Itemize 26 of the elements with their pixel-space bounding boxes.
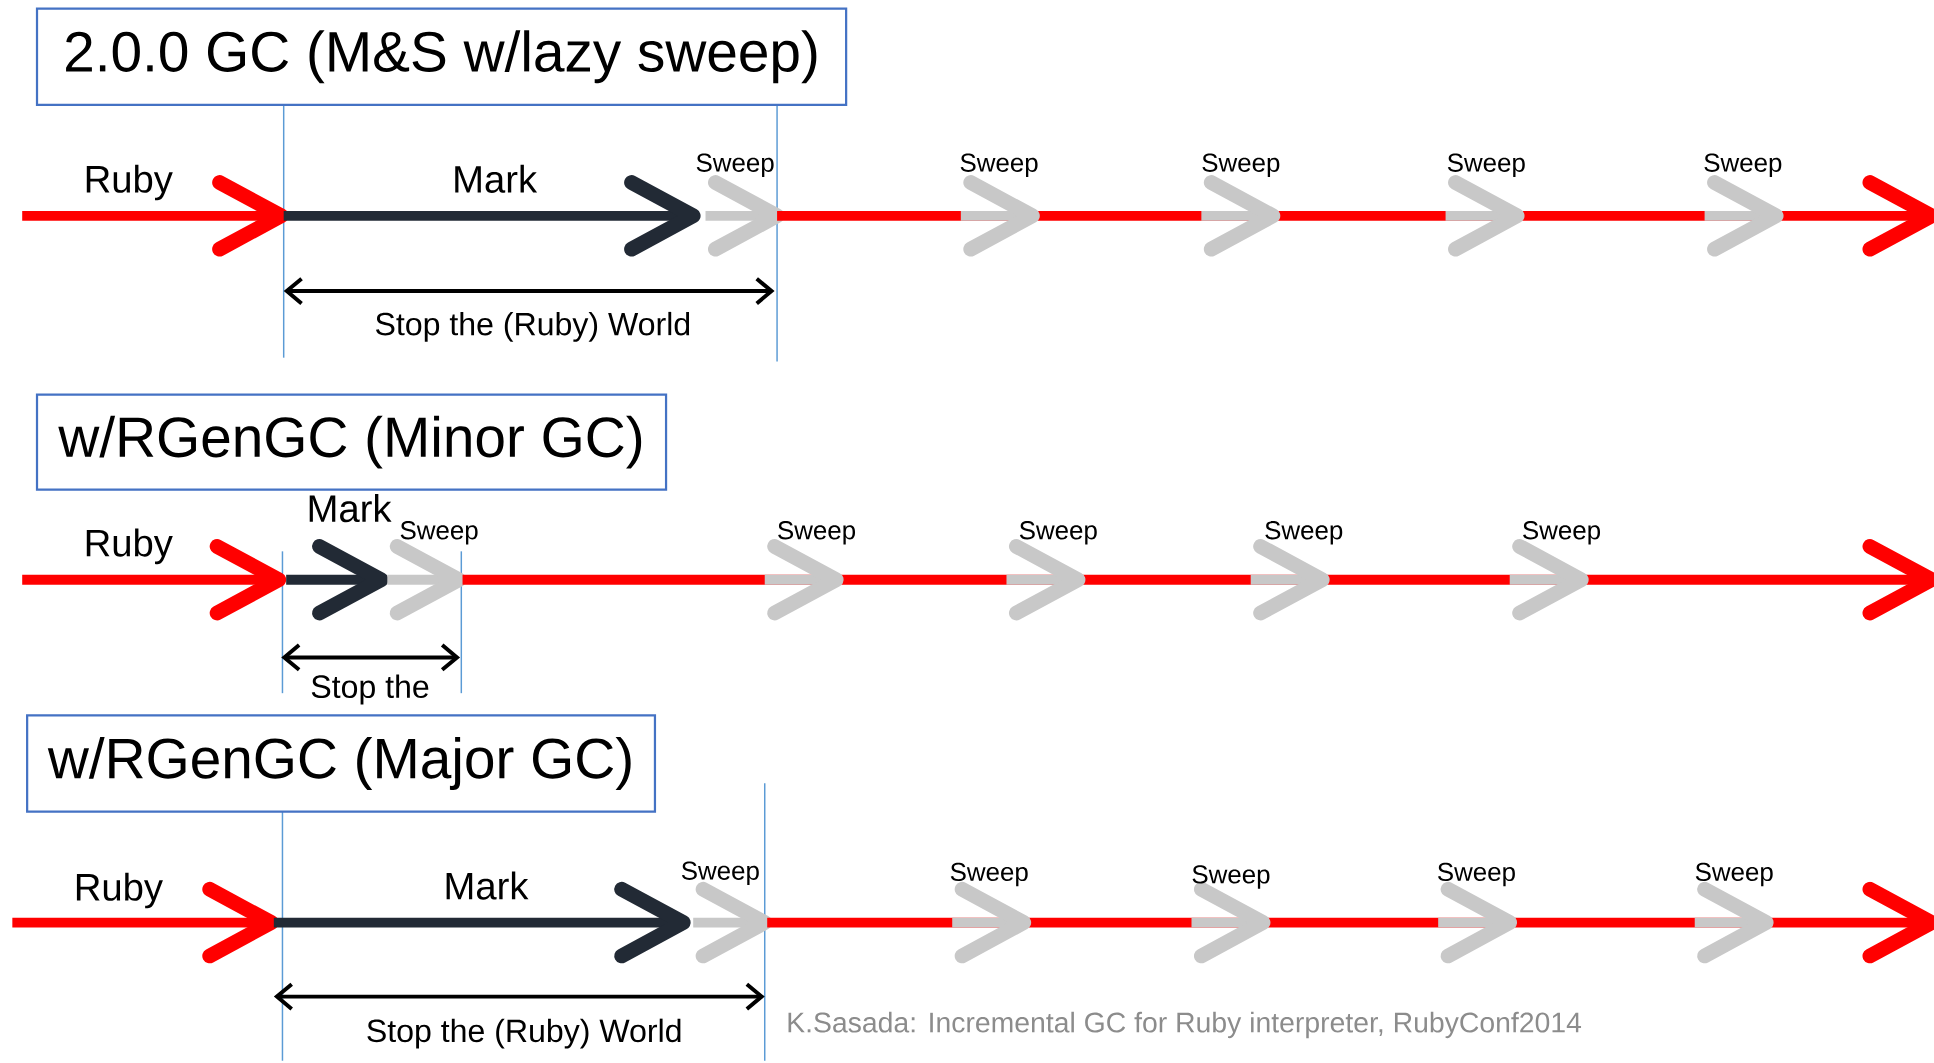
phase-label: Ruby — [76, 872, 163, 909]
sweep-label: Sweep — [778, 521, 856, 545]
sweep-label: Sweep — [1019, 521, 1097, 545]
footer-text: K.Sasada: Incremental GC for Ruby interpreter, RubyConf2014 — [788, 1011, 1582, 1039]
dimension-label: Stop the (Ruby) World — [367, 1018, 681, 1049]
phase-label: Mark — [446, 871, 529, 900]
title-box: w/RGenGC (Minor GC) — [35, 393, 668, 491]
sweep-label: Sweep — [1438, 862, 1515, 887]
sweep-label: Sweep — [1192, 865, 1270, 889]
sweep-label: Sweep — [1523, 521, 1600, 545]
sweep-label: Sweep — [950, 862, 1028, 887]
phase-label: Ruby — [86, 528, 173, 565]
sweep-label: Sweep — [1265, 521, 1343, 545]
sweep-label: Sweep — [696, 153, 774, 177]
title-box: w/RGenGC (Major GC) — [26, 714, 657, 813]
phase-label: Ruby — [86, 164, 173, 201]
sweep-label: Sweep — [960, 153, 1038, 177]
sweep-label: Sweep — [1202, 153, 1280, 177]
sweep-label: Sweep — [1695, 862, 1773, 887]
title-box: 2.0.0 GC (M&S w/lazy sweep) — [35, 7, 848, 106]
sweep-label: Sweep — [681, 861, 759, 885]
dimension-label: Stop the (Ruby) World — [376, 311, 690, 342]
phase-label: Mark — [455, 164, 538, 193]
sweep-label: Sweep — [400, 521, 478, 545]
sweep-label: Sweep — [1447, 153, 1525, 177]
sweep-label: Sweep — [1704, 153, 1782, 177]
